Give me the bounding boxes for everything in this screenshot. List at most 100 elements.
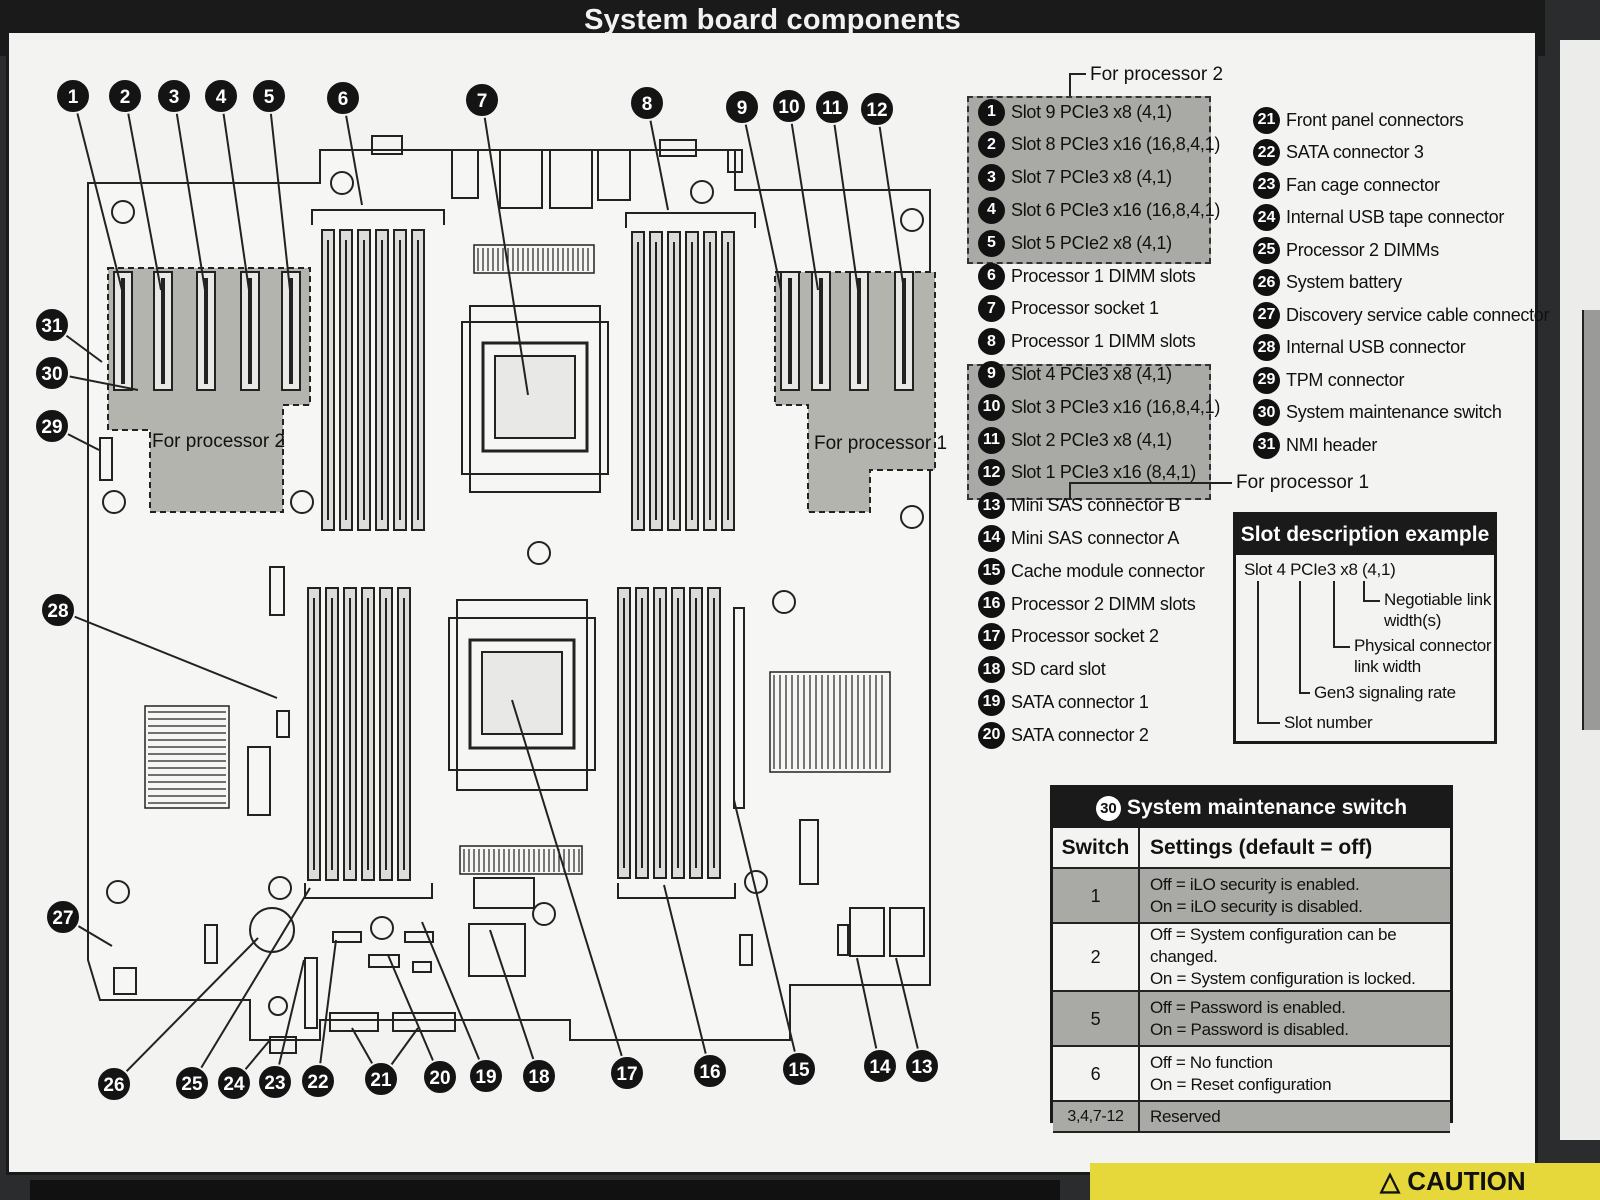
legend-badge: 24 [1253, 204, 1280, 231]
legend-label: SATA connector 3 [1286, 142, 1424, 162]
callout-number: 17 [616, 1064, 637, 1085]
callout-9: 9 [724, 89, 760, 125]
callout-number: 12 [866, 100, 887, 121]
bottom-strip [30, 1180, 1060, 1200]
setting-off: Off = No function [1150, 1052, 1273, 1072]
callout-30: 30 [34, 355, 70, 391]
callout-16: 16 [692, 1053, 728, 1089]
processor-1-group-caption: For processor 1 [1236, 472, 1370, 493]
legend-badge: 18 [978, 656, 1005, 684]
callout-5: 5 [251, 78, 287, 114]
callout-number: 28 [47, 601, 68, 622]
warning-triangle-icon: △ [1380, 1166, 1400, 1196]
legend-label: Processor socket 1 [1011, 298, 1159, 319]
callout-4: 4 [203, 78, 239, 114]
callout-8: 8 [629, 85, 665, 121]
callout-15: 15 [781, 1051, 817, 1087]
legend-label: Internal USB tape connector [1286, 207, 1505, 227]
switch-number: 3,4,7-12 [1053, 1101, 1140, 1133]
legend-badge: 28 [1253, 334, 1280, 361]
processor-socket-2 [448, 599, 596, 791]
legend-label: Slot 1 PCIe3 x16 (8,4,1) [1011, 462, 1196, 483]
caution-text: △ CAUTION [1380, 1166, 1526, 1197]
callout-number: 25 [181, 1074, 203, 1095]
legend-badge: 12 [978, 459, 1005, 487]
legend-label: Slot 3 PCIe3 x16 (16,8,4,1) [1011, 396, 1221, 417]
callout-number: 29 [41, 417, 62, 438]
legend-badge: 30 [1253, 399, 1280, 426]
callout-number: 30 [41, 364, 62, 385]
slot-example-title: Slot description example [1236, 515, 1494, 555]
leader-line-12 [876, 108, 905, 291]
legend-item-24: 24 Internal USB tape connector [1253, 203, 1504, 233]
callout-28: 28 [40, 592, 76, 628]
legend-badge: 25 [1253, 236, 1280, 264]
legend-label: Discovery service cable connector [1286, 304, 1550, 325]
callout-number: 2 [120, 87, 131, 108]
legend-label: Fan cage connector [1286, 174, 1440, 195]
slot-example-leaders [1257, 581, 1380, 724]
switch-number: 1 [1053, 868, 1140, 924]
leader-line-26 [113, 937, 259, 1085]
callout-number: 6 [338, 89, 349, 110]
legend-item-27: 27 Discovery service cable connector [1253, 300, 1550, 330]
callout-14: 14 [862, 1048, 898, 1084]
right-pcie-slots [780, 271, 914, 391]
leader-line-9 [741, 106, 782, 291]
legend-badge: 29 [1253, 366, 1280, 394]
setting-off: Off = Password is enabled. [1150, 997, 1346, 1017]
legend-badge: 27 [1253, 301, 1280, 329]
callout-29: 29 [34, 408, 70, 444]
left-riser-label: For processor 2 [152, 431, 285, 452]
legend-badge: 16 [978, 590, 1005, 618]
callout-number: 11 [822, 98, 843, 119]
misc-board-parts [99, 437, 925, 1054]
callout-number: 9 [737, 98, 748, 119]
legend-label: Processor socket 2 [1011, 626, 1159, 647]
leader-line-1 [72, 95, 123, 291]
right-riser-label: For processor 1 [814, 433, 947, 454]
callout-number: 27 [52, 908, 73, 929]
slot-example-physical: Physical connector [1354, 636, 1492, 655]
legend-label: Processor 1 DIMM slots [1011, 265, 1196, 286]
leader-line-7 [481, 99, 529, 396]
legend-label: Slot 2 PCIe3 x8 (4,1) [1011, 429, 1172, 450]
mounting-holes [102, 171, 924, 1016]
legend-item-17: 17 Processor socket 2 [978, 622, 1159, 652]
setting-on: On = Reset configuration [1150, 1074, 1332, 1094]
callout-number: 10 [778, 97, 799, 118]
leader-line-5 [268, 95, 291, 291]
col-switch: Switch [1053, 828, 1140, 869]
callout-number: 19 [475, 1067, 496, 1088]
callout-number: 8 [642, 94, 653, 115]
caution-word: CAUTION [1407, 1166, 1526, 1196]
leader-line-28 [57, 609, 278, 699]
legend-badge: 20 [978, 721, 1005, 749]
legend-label: NMI header [1286, 434, 1378, 455]
legend-badge: 26 [1253, 269, 1280, 296]
legend-label: Slot 7 PCIe3 x8 (4,1) [1011, 167, 1172, 188]
legend-badge: 17 [978, 623, 1005, 651]
slot-example-negotiable: Negotiable link [1384, 590, 1492, 609]
maintenance-table-title: 30 System maintenance switch [1053, 788, 1450, 828]
legend-label: Mini SAS connector B [1011, 495, 1181, 516]
callout-number: 1 [68, 87, 79, 108]
page-title: System board components [584, 4, 961, 36]
legend-label: Slot 5 PCIe2 x8 (4,1) [1011, 232, 1172, 253]
callout-27: 27 [45, 899, 81, 935]
